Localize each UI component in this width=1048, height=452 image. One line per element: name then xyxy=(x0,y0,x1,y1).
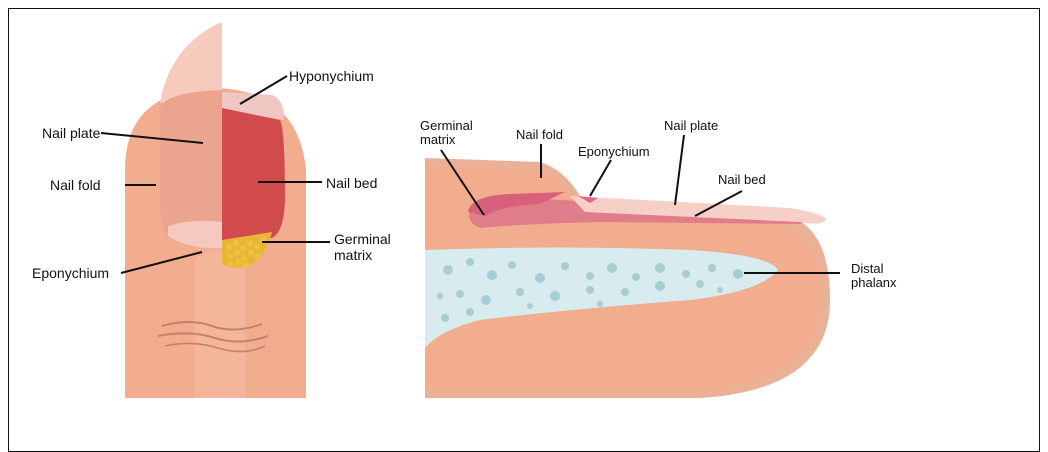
nail-bed-area xyxy=(222,108,285,242)
finger-side-view xyxy=(425,158,830,398)
finger-top-view xyxy=(125,22,306,398)
label-germinal-matrix-right: Germinal matrix xyxy=(420,119,490,147)
label-eponychium-right: Eponychium xyxy=(578,145,650,159)
label-eponychium-left: Eponychium xyxy=(32,265,109,281)
label-nail-fold-right: Nail fold xyxy=(516,128,563,142)
label-nail-bed-left: Nail bed xyxy=(326,175,377,191)
label-nail-fold-left: Nail fold xyxy=(50,177,101,193)
label-distal-phalanx: Distal phalanx xyxy=(851,262,911,290)
label-nail-bed-right: Nail bed xyxy=(718,173,766,187)
label-nail-plate-left: Nail plate xyxy=(42,125,100,141)
label-nail-plate-right: Nail plate xyxy=(664,119,718,133)
label-germinal-matrix-left: Germinal matrix xyxy=(334,231,414,263)
label-hyponychium: Hyponychium xyxy=(289,68,374,84)
